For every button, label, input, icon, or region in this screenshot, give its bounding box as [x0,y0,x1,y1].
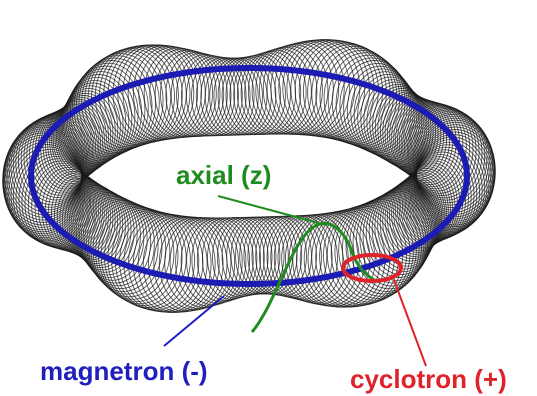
coil-loop [294,39,375,140]
cyclotron-coil-helix [2,39,496,313]
coil-loop [400,166,456,246]
coil-loop [372,86,428,166]
coil-loop [175,217,243,307]
coil-loop [86,198,155,290]
coil-loop [47,103,102,183]
coil-loop [259,44,329,135]
coil-loop [278,39,356,137]
coil-loop [413,141,486,235]
coil-loop [262,42,334,135]
cyclotron-leader-line [393,279,427,367]
coil-loop [393,173,447,252]
axial-oscillation-curve [250,221,379,333]
coil-loop [282,39,361,138]
coil-loop [77,192,138,276]
coil-loop [408,153,472,240]
coil-loop [75,190,135,273]
coil-loop [137,214,216,313]
coil-loop [164,217,236,310]
coil-loop [72,187,129,269]
magnetron-leader-line [163,295,225,347]
coil-loop [15,116,86,208]
magnetron-orbit-ellipse [28,65,470,287]
coil-loop [266,41,340,136]
coil-loop [343,62,412,154]
coil-loop [411,146,481,237]
coil-loop [23,113,89,201]
coil-loop [350,68,416,156]
axial-label: axial (z) [176,160,272,190]
coil-loop [274,40,350,136]
coil-loop [407,156,469,241]
coil-loop [374,88,430,167]
cyclotron-label: cyclotron (+) [350,364,507,394]
coil-loop [406,158,466,242]
coil-loop [20,114,88,203]
coil-loop [82,196,148,284]
coil-loop [409,151,475,239]
coil-loop [142,215,220,313]
coil-loop [123,212,204,313]
coil-loop [396,169,451,249]
coil-loop [42,106,98,186]
coil-loop [369,83,426,165]
coil-loop [158,216,232,311]
coil-loop [51,100,105,179]
coil-loop [148,216,224,312]
coil-loop [410,149,478,238]
coil-loop [391,174,446,253]
coil-loop [415,129,495,228]
coil-loop [64,182,119,261]
coil-loop [398,168,453,247]
axial-leader-line [217,195,327,226]
cyclotron-highlight-ring [341,253,403,283]
coil-loop [68,185,124,264]
coil-loop [360,76,421,160]
coil-loop [363,79,423,162]
coil-loop [169,217,239,308]
coil-loop [412,144,483,236]
coil-loop [379,91,434,170]
coil-loop [32,110,92,194]
coil-loop [395,171,449,250]
magnetron-label: magnetron (-) [40,356,208,386]
coil-loop [255,45,323,135]
coil-loop [70,186,126,266]
